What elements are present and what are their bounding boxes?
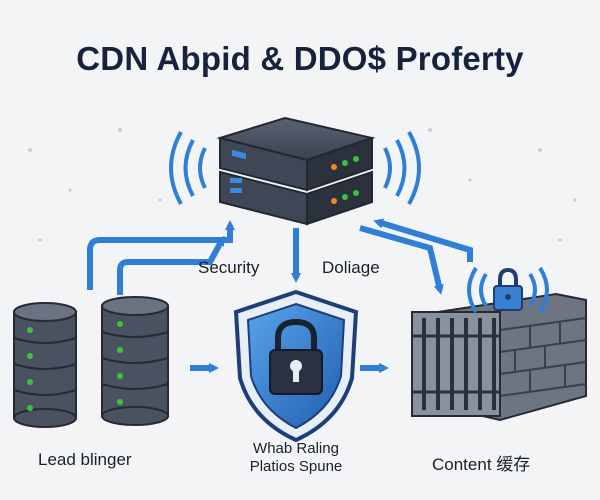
arrow-content-to-server bbox=[373, 218, 473, 262]
arrow-server-to-loadbalancer bbox=[117, 235, 225, 295]
security-label: Security bbox=[198, 258, 260, 277]
lock-wifi-icon bbox=[467, 266, 549, 314]
shield-label-line2: Platios Spune bbox=[249, 458, 343, 475]
shield-label-line1: Whab Raling bbox=[253, 440, 339, 457]
database-icon bbox=[13, 296, 169, 428]
shield-lock-icon bbox=[233, 289, 359, 443]
firewall-gate-icon bbox=[411, 292, 587, 422]
diagram-title: CDN Abpid & DDO$ Proferty bbox=[76, 40, 524, 77]
doliage-label: Doliage bbox=[322, 258, 380, 277]
load-balancer-label: Lead blinger bbox=[38, 450, 132, 469]
content-label: Content 缓存 bbox=[432, 455, 531, 474]
background-decoration bbox=[28, 128, 577, 242]
server-icon bbox=[169, 116, 421, 226]
shield-label: Whab Raling Platios Spune bbox=[226, 440, 366, 476]
arrow-loadbalancer-to-server bbox=[87, 220, 235, 290]
flow-arrows bbox=[87, 218, 473, 373]
arrow-server-to-content bbox=[359, 225, 444, 295]
